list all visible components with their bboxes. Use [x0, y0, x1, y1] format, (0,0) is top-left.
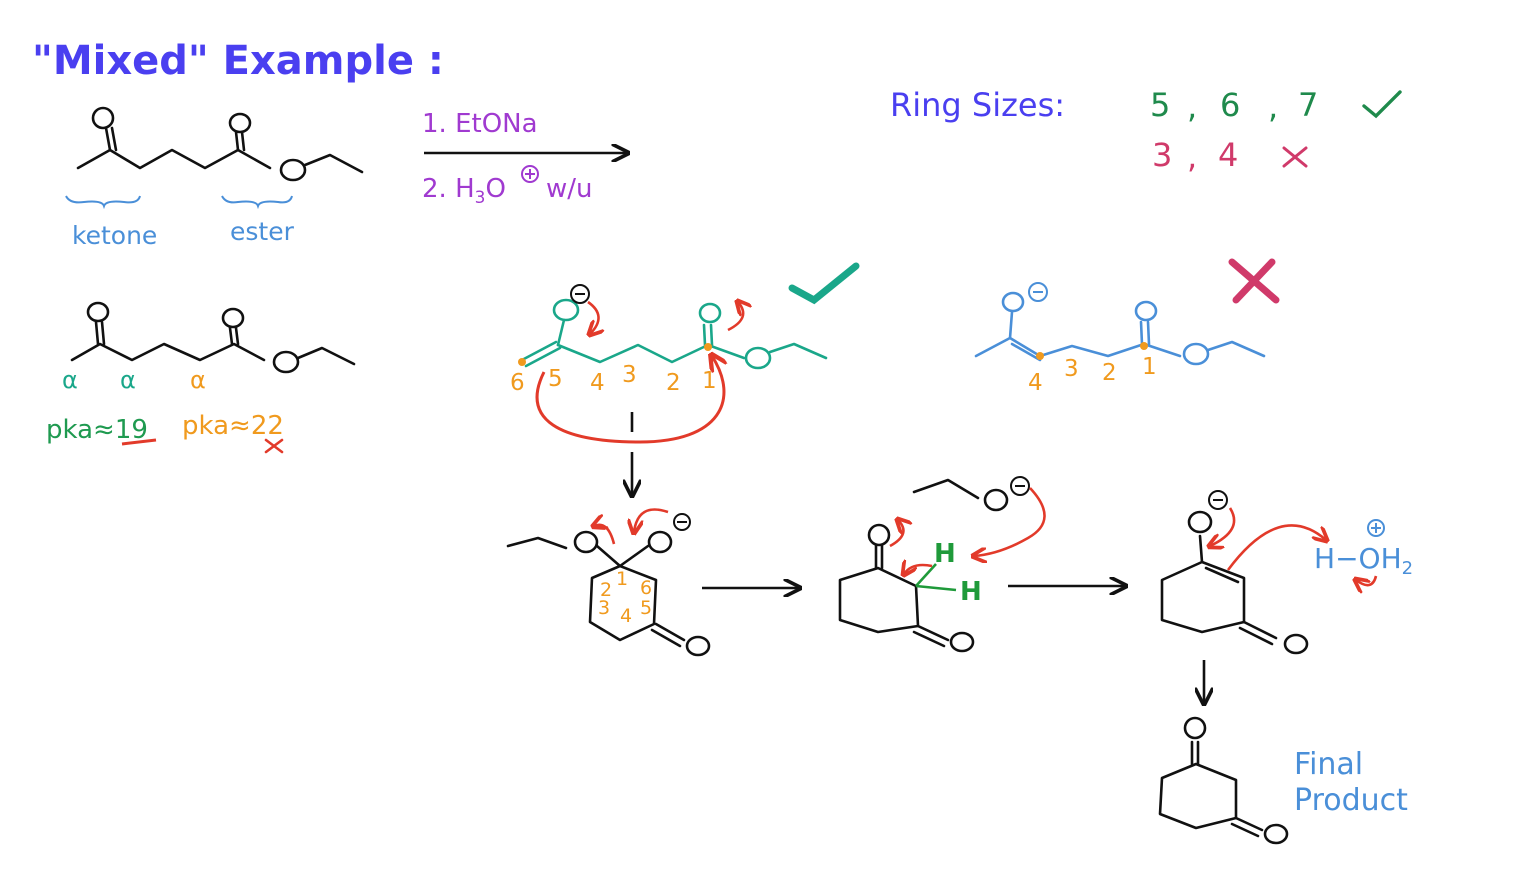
- final-product-label-1: Final: [1294, 747, 1363, 782]
- ester-label: ester: [230, 217, 295, 246]
- ring-num-5: 5: [640, 597, 652, 619]
- ring-num-3: 3: [598, 597, 610, 619]
- pka-ester: pka≈22: [182, 411, 284, 441]
- group-braces: [65, 195, 293, 210]
- ring-size-6: 6: [1220, 86, 1240, 124]
- alpha-label-2: α: [120, 366, 136, 394]
- curved-arrow-deprotonation: [974, 487, 1046, 556]
- curved-arrow-reform: [634, 508, 669, 533]
- ring-size-5: 5: [1150, 86, 1170, 124]
- good-num-4: 4: [590, 370, 605, 396]
- curved-arrow-co: [889, 520, 903, 548]
- ring-num-4: 4: [620, 605, 632, 627]
- curved-arrow-enolate-2: [1210, 507, 1236, 546]
- bad-enolate-charge-icon: [1028, 282, 1048, 302]
- curved-arrow-protonation: [1226, 524, 1326, 571]
- good-num-1: 1: [702, 368, 717, 394]
- ring-num-1: 1: [616, 568, 628, 590]
- ring-size-3: 3: [1152, 136, 1172, 174]
- good-num-5: 5: [548, 366, 563, 392]
- ring-size-comma-2: ,: [1268, 88, 1278, 126]
- bad-num-1: 1: [1142, 354, 1157, 380]
- diketone: [838, 478, 1009, 653]
- enolate-charge-icon: [570, 284, 590, 304]
- bad-carbon-dot-4: [1036, 352, 1044, 360]
- bad-enolate: [974, 291, 1266, 366]
- reagent-step2: 2. H3O: [422, 174, 506, 208]
- ethoxide-charge-icon: [1010, 476, 1030, 496]
- tetrahedral-intermediate: [506, 530, 711, 657]
- oplus-icon: [521, 165, 539, 183]
- curved-arrow-enolate: [588, 300, 599, 334]
- curved-arrow-oh: [1356, 576, 1378, 585]
- alpha-h-bonds: [915, 563, 957, 592]
- hydronium-sub: 2: [1402, 558, 1413, 579]
- alpha-h-2: H: [960, 577, 982, 607]
- reagent-step2-sub: 3: [475, 188, 486, 208]
- alpha-label-1: α: [62, 366, 78, 394]
- curved-arrow-ch: [904, 565, 933, 574]
- ring-sizes-label: Ring Sizes:: [890, 86, 1065, 124]
- curved-arrow-ring-closure: [535, 356, 724, 444]
- hydronium-dash: −: [1335, 542, 1358, 575]
- enolate-ring-charge-icon: [1208, 490, 1228, 510]
- ring-size-4: 4: [1218, 136, 1238, 174]
- good-num-3: 3: [622, 362, 637, 388]
- ketone-label: ketone: [72, 221, 157, 250]
- bad-num-3: 3: [1064, 356, 1079, 382]
- reagent-step2-h: 2. H: [422, 174, 475, 204]
- hydronium-h2: H: [1381, 542, 1402, 575]
- reagent-step2-o: O: [485, 174, 505, 204]
- page-title: "Mixed" Example :: [32, 38, 444, 84]
- ring-size-comma-3: ,: [1187, 138, 1197, 176]
- hydronium-plus-icon: [1367, 519, 1385, 537]
- final-product-structure: [1158, 716, 1289, 845]
- hydronium-o: O: [1359, 542, 1381, 575]
- alpha-molecule: [70, 301, 356, 374]
- bad-num-4: 4: [1028, 370, 1043, 396]
- good-num-6: 6: [510, 370, 525, 396]
- alpha-h-1: H: [934, 539, 956, 569]
- ring-size-comma-1: ,: [1187, 88, 1197, 126]
- bad-carbon-dot-1: [1140, 342, 1148, 350]
- cross-icon: [1282, 146, 1308, 168]
- final-product-label-2: Product: [1294, 783, 1408, 818]
- check-icon: [1362, 90, 1402, 119]
- big-cross-icon: [1228, 258, 1280, 304]
- hydronium-h: H: [1314, 542, 1335, 575]
- curved-arrow-carbonyl: [727, 302, 743, 332]
- reagent-workup: w/u: [546, 174, 593, 204]
- good-enolate: [520, 298, 828, 370]
- alpha-label-3: α: [190, 366, 206, 394]
- big-check-icon: [788, 262, 860, 305]
- pka-ketone: pka≈19: [46, 415, 148, 445]
- reagent-step1: 1. EtONa: [422, 109, 538, 139]
- tetra-charge-icon: [673, 513, 691, 531]
- pka-underline: [121, 438, 157, 446]
- carbon-dot-1: [704, 343, 712, 351]
- good-num-2: 2: [666, 370, 681, 396]
- pka-ester-cross-icon: [264, 438, 284, 454]
- ring-size-7: 7: [1298, 86, 1318, 124]
- ring-num-6: 6: [640, 577, 652, 599]
- starting-material: [76, 106, 364, 182]
- hydronium: H−OH2: [1314, 542, 1413, 579]
- curved-arrow-alkoxide: [594, 525, 616, 545]
- ring-num-2: 2: [600, 579, 612, 601]
- carbon-dot-6: [518, 358, 526, 366]
- bad-num-2: 2: [1102, 360, 1117, 386]
- enolate-ring: [1160, 510, 1309, 655]
